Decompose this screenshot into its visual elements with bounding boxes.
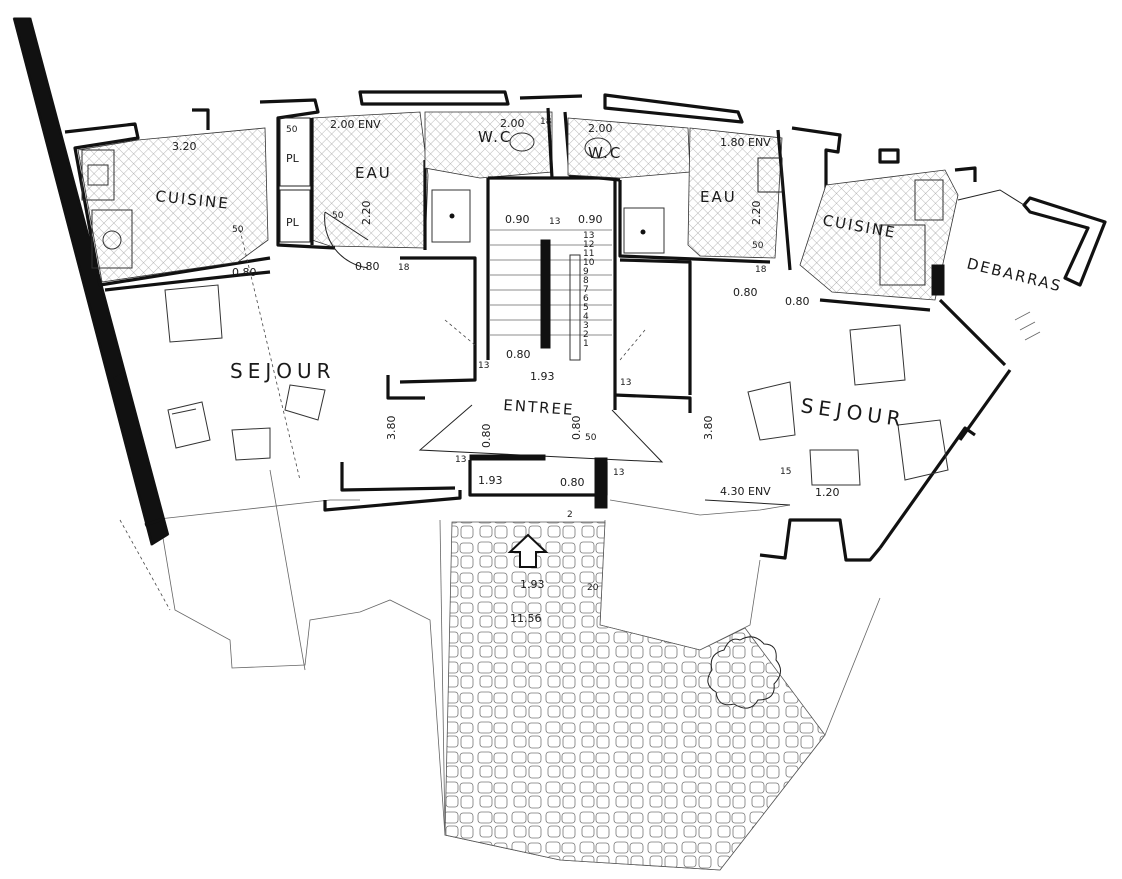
room-label-pl-bottom: PL [286,216,300,229]
dimension-label: 15 [780,467,791,477]
dimension-label: 0.80 [355,260,380,273]
entrance-path [444,521,826,871]
dimension-label: 2 [567,510,573,520]
dimension-label: 0.80 [570,416,583,441]
dimension-label: 1.93 [530,370,555,383]
dimension-label: 0.80 [785,295,810,308]
dimension-label: 1.93 [478,474,503,487]
kitchen-left-floor [77,127,269,283]
room-label-pl-top: PL [286,152,300,165]
stair-step-number: 8 [583,276,589,286]
stair-step-number: 6 [583,294,589,304]
dimension-label: 0.80 [232,266,257,279]
dimension-label: 13 [478,361,489,371]
dimension-label: 50 [286,125,298,135]
dimension-label: 18 [398,263,410,273]
dimension-label: 13 [620,378,631,388]
dimension-label: 0.80 [506,348,531,361]
dimension-label: 4.30 ENV [720,485,771,498]
stair-step-number: 13 [583,231,594,241]
dimension-label: 50 [332,211,344,221]
dimension-label: 2.00 ENV [330,118,381,131]
dimension-label: 0.90 [505,213,530,226]
stair-step-number: 4 [583,312,589,322]
dimension-label: 2.20 [750,201,763,226]
dimension-label: 0.90 [578,213,603,226]
dimension-label: 2.20 [360,201,373,226]
dimension-label: 13 [613,468,624,478]
dimension-label: 18 [755,265,767,275]
stair-step-number: 3 [583,321,589,331]
dimension-label: 3.20 [172,140,197,153]
dimension-label: 50 [232,225,244,235]
stair-step-number: 12 [583,240,594,250]
dimension-label: 20 [587,583,599,593]
stair-step-number: 11 [583,249,594,259]
room-label-wc-left: W.C [478,128,512,146]
dimension-label: 2.00 [500,117,525,130]
dimension-label: 13 [549,217,560,227]
dimension-label: 18 [540,117,552,127]
dimension-label: 3.80 [702,416,715,441]
tree-symbol [707,636,781,709]
dimension-label: 1.80 ENV [720,136,771,149]
dimension-label: 50 [585,433,597,443]
central-core [386,176,692,509]
kitchen-right-floor [799,169,959,301]
room-label-debarras: DEBARRAS [965,254,1064,295]
dimension-label: 11.56 [510,612,542,625]
dimension-label: 0.80 [480,424,493,449]
dimension-label: 0.80 [733,286,758,299]
dimension-label: 3.80 [385,416,398,441]
room-label-sejour-right: SEJOUR [799,393,907,431]
left-apartment [64,90,583,527]
stair-step-number: 2 [583,330,589,340]
room-label-eau-right: EAU [700,188,737,206]
left-exterior-wall [12,17,170,546]
dimension-label: 13 [455,455,466,465]
dimension-labels: 3.20 2.00 ENV 2.00 18 2.00 1.80 ENV 50 2… [172,117,840,625]
room-label-eau-left: EAU [355,164,392,182]
dimension-label: 1.20 [815,486,840,499]
stair-step-number: 10 [583,258,595,268]
dimension-label: 50 [752,241,764,251]
stair-step-number: 5 [583,303,589,313]
dimension-label: 0.80 [560,476,585,489]
stair-treads [490,229,612,361]
entrance-arrow [507,533,549,568]
room-label-wc-right: W.C [588,144,622,162]
room-label-sejour-left: SEJOUR [230,359,336,383]
stair-step-number: 7 [583,285,589,295]
stair-step-number: 9 [583,267,589,277]
room-label-entree: ENTREE [503,396,575,419]
dimension-label: 2.00 [588,122,613,135]
dimension-label: 1.93 [520,578,545,591]
stair-step-number: 1 [583,339,589,349]
right-apartment [563,93,1107,562]
